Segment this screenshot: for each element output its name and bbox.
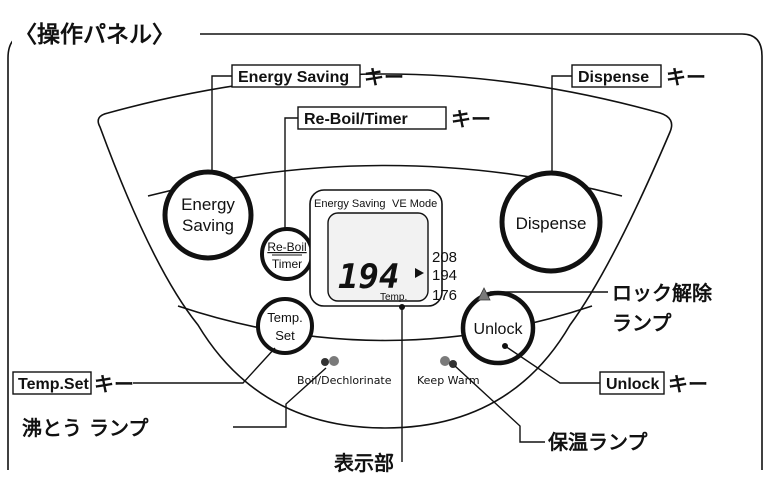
svg-text:Unlock: Unlock: [474, 321, 524, 338]
panel-title: 〈操作パネル〉: [14, 22, 175, 48]
display-temp-label: Temp.: [380, 292, 407, 303]
temp-option-208: 208: [432, 249, 457, 266]
callout-lines: [133, 75, 608, 462]
svg-text:キー: キー: [451, 107, 491, 131]
temp-option-176: 176: [432, 287, 457, 304]
lock-release-lamp-label-line1: ロック解除: [612, 281, 713, 305]
display-section-label: 表示部: [334, 451, 394, 475]
temp-set-key-label: Temp.Set キー: [12, 371, 134, 396]
unlock-button[interactable]: Unlock: [460, 290, 536, 366]
svg-text:Timer: Timer: [272, 257, 302, 271]
svg-text:Temp.Set: Temp.Set: [18, 376, 90, 393]
keep-warm-label: Keep Warm: [417, 374, 480, 387]
unlock-key-label: Unlock キー: [599, 371, 708, 396]
panel-inner-curve-bottom: [177, 305, 593, 342]
energy-saving-key-label: Energy Saving キー: [231, 64, 404, 89]
svg-text:キー: キー: [94, 372, 134, 396]
keep-warm-lamp-label: 保温ランプ: [547, 430, 648, 454]
svg-text:Re-Boil/Timer: Re-Boil/Timer: [304, 111, 408, 128]
unlock-callout-dot: [502, 343, 508, 349]
temp-option-194: 194: [432, 267, 457, 284]
svg-text:Re-Boil: Re-Boil: [267, 240, 306, 254]
svg-text:キー: キー: [666, 65, 706, 89]
svg-text:キー: キー: [668, 372, 708, 396]
lcd-screen: [327, 212, 429, 302]
outer-frame-right: [741, 33, 763, 470]
boil-dechlorinate-label: Boil/Dechlorinate: [297, 374, 392, 387]
boil-dechlorinate-lamp: [321, 356, 339, 366]
lock-release-lamp: [477, 287, 491, 301]
display-energy-saving-label: Energy Saving: [314, 198, 386, 210]
svg-text:Dispense: Dispense: [578, 69, 649, 86]
dispense-button[interactable]: Dispense: [499, 170, 603, 274]
boil-lamp-label: 沸とう ランプ: [22, 416, 149, 440]
display-pointer-icon: [415, 268, 424, 278]
display-section: Energy Saving VE Mode 194 Temp. 208 194 …: [309, 189, 457, 307]
outer-frame: [7, 33, 31, 470]
svg-text:Dispense: Dispense: [516, 214, 587, 233]
svg-text:Set: Set: [275, 328, 295, 343]
reboil-timer-button[interactable]: Re-Boil Timer: [260, 227, 314, 281]
svg-text:Temp.: Temp.: [267, 310, 302, 325]
svg-text:キー: キー: [364, 65, 404, 89]
svg-text:Energy: Energy: [181, 195, 235, 214]
reboil-timer-key-label: Re-Boil/Timer キー: [297, 106, 491, 131]
display-ve-mode-label: VE Mode: [392, 198, 437, 210]
display-reading: 194: [338, 257, 399, 297]
lock-release-lamp-label-line2: ランプ: [612, 311, 672, 335]
energy-saving-button[interactable]: Energy Saving: [162, 169, 254, 261]
svg-text:Unlock: Unlock: [606, 376, 659, 393]
svg-text:Energy Saving: Energy Saving: [238, 69, 349, 86]
svg-text:Saving: Saving: [182, 216, 234, 235]
temp-set-button[interactable]: Temp. Set: [256, 297, 314, 355]
display-callout-dot: [399, 304, 405, 310]
dispense-key-label: Dispense キー: [571, 64, 706, 89]
